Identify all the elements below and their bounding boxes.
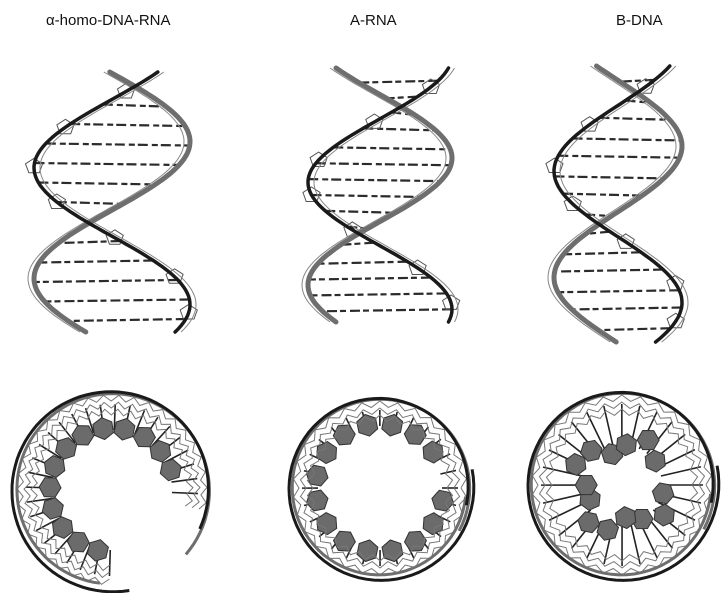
base-hexagon xyxy=(382,540,403,562)
base-hexagon xyxy=(566,454,586,476)
backbone-ribbon-dark xyxy=(289,398,474,580)
base-pair-rung xyxy=(344,243,374,245)
backbone-wire xyxy=(28,72,184,332)
helix-side-view xyxy=(302,68,460,322)
base-pair-rung xyxy=(46,144,190,146)
base-hexagon xyxy=(67,532,89,552)
base-hexagon xyxy=(405,531,427,551)
base-pair-rung xyxy=(321,309,452,311)
base-pair-rung xyxy=(316,163,452,165)
side-views xyxy=(26,66,689,342)
base-pair-rung xyxy=(34,163,180,165)
helix-top-view xyxy=(12,392,209,592)
base-hexagon xyxy=(654,504,674,526)
base-hexagon xyxy=(93,418,114,440)
backbone-ribbon-dark xyxy=(34,72,190,332)
base-pair-rung xyxy=(333,147,449,149)
base-hexagon xyxy=(382,414,403,436)
helix-side-view xyxy=(26,72,198,332)
base-hexagon xyxy=(404,425,426,445)
base-pair-rung xyxy=(573,138,681,140)
base-hexagon xyxy=(637,431,659,450)
base-hexagon xyxy=(45,456,65,478)
base-hexagon xyxy=(597,519,619,540)
base-hexagon xyxy=(616,507,636,529)
base-pair-rung xyxy=(103,105,163,107)
base-pair-rung xyxy=(570,308,682,310)
base-pair-rung xyxy=(565,252,641,254)
base-pair-rung xyxy=(558,156,680,158)
base-hexagon xyxy=(432,490,454,511)
base-hexagon xyxy=(114,419,135,441)
backbone-wire xyxy=(300,408,459,568)
base-pair-rung xyxy=(70,124,183,126)
base-pair-rung xyxy=(563,194,645,196)
base-hexagon xyxy=(333,425,355,445)
base-pair-rung xyxy=(596,328,671,330)
spoke xyxy=(172,493,198,494)
base-pair-rung xyxy=(310,293,447,295)
base-pair-rung xyxy=(57,202,127,204)
base-pair-rung xyxy=(555,270,663,272)
helix-top-view xyxy=(528,392,719,580)
base-hexagon xyxy=(39,478,61,498)
base-pair-rung xyxy=(38,183,158,185)
base-pair-rung xyxy=(34,280,178,282)
base-hexagon xyxy=(160,459,181,481)
helix-side-view xyxy=(546,66,688,342)
backbone-ribbon-dark xyxy=(554,66,682,342)
base-pair-rung xyxy=(320,262,408,264)
base-pair-rung xyxy=(555,176,666,178)
helix-top-view xyxy=(289,398,474,580)
base-pair-rung xyxy=(65,319,185,321)
top-views xyxy=(12,392,719,592)
base-hexagon xyxy=(575,476,597,495)
base-hexagon xyxy=(645,450,665,472)
base-hexagon xyxy=(652,483,674,504)
base-pair-rung xyxy=(309,278,431,280)
base-hexagon xyxy=(42,498,63,519)
backbone-wire xyxy=(307,415,452,561)
base-pair-rung xyxy=(308,179,442,181)
base-pair-rung xyxy=(61,241,120,243)
base-hexagon xyxy=(578,512,600,533)
base-pair-rung xyxy=(41,261,154,263)
base-pair-rung xyxy=(599,118,667,120)
base-hexagon xyxy=(72,426,94,445)
base-hexagon xyxy=(87,540,108,561)
base-pair-rung xyxy=(312,195,424,197)
base-pair-rung xyxy=(43,300,190,302)
base-hexagon xyxy=(334,531,356,551)
backbone-ribbon-dark xyxy=(528,392,719,580)
base-pair-rung xyxy=(557,290,679,292)
base-pair-rung xyxy=(325,211,399,213)
